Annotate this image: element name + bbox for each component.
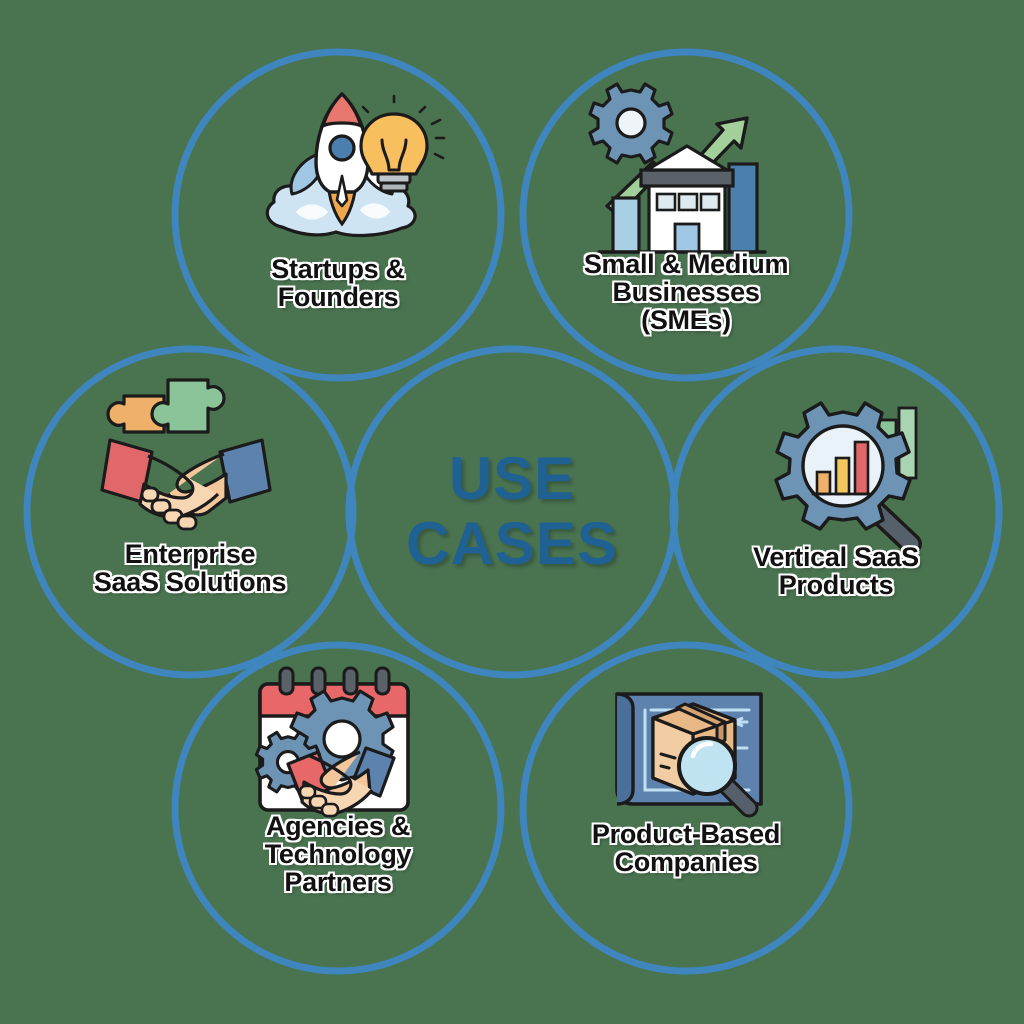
circle-ring-group — [23, 48, 1003, 975]
node-circle-agencies-technology-partners[interactable] — [171, 641, 505, 975]
calendar-gears-handshake-icon — [254, 666, 410, 818]
center-label: USE CASES — [406, 445, 618, 577]
gear-magnifier-bars-icon — [774, 401, 922, 555]
node-circle-enterprise-saas-solutions[interactable] — [23, 345, 357, 679]
handshake-puzzle-icon — [100, 378, 272, 531]
node-circle-product-based-companies[interactable] — [519, 641, 853, 975]
node-circle-small-medium-businesses[interactable] — [519, 48, 853, 382]
gear-growth-chart-storefront-icon — [588, 82, 767, 254]
blueprint-box-magnifier-icon — [615, 692, 763, 818]
rocket-lightbulb-icon — [265, 92, 446, 238]
center-circle[interactable] — [345, 345, 679, 679]
node-circle-startups-founders[interactable] — [171, 48, 505, 382]
